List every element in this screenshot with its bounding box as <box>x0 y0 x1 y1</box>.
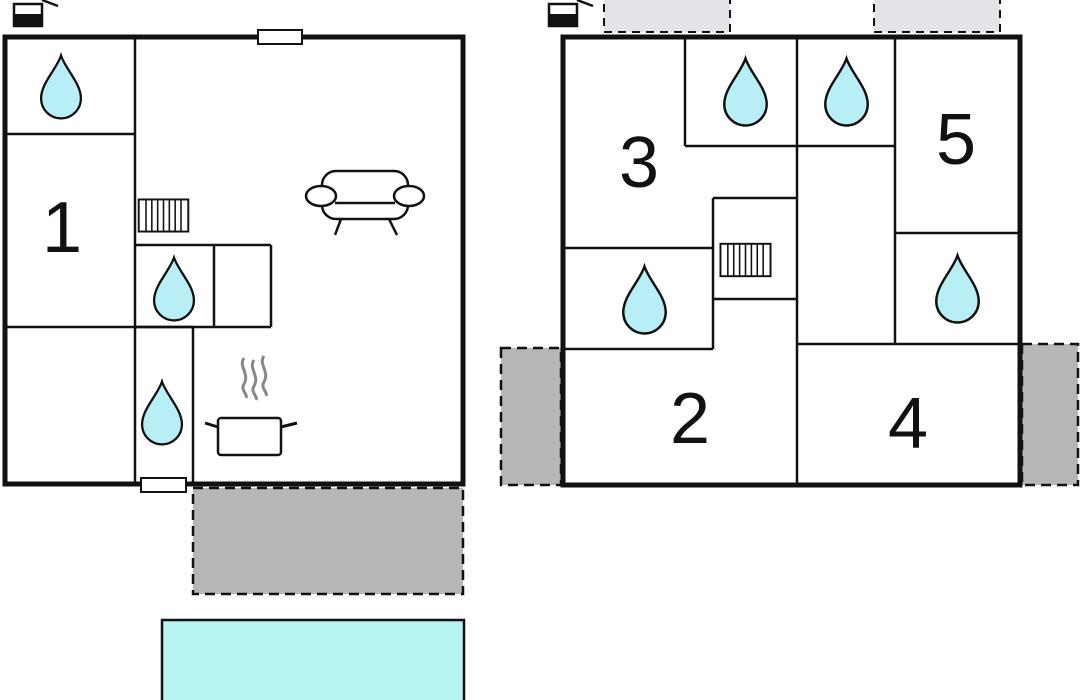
room-number-1: 1 <box>42 188 82 268</box>
sofa-icon <box>304 169 426 236</box>
window-icon <box>140 477 187 493</box>
balcony-right <box>873 0 1001 33</box>
terrace-west-right-floor <box>499 346 563 487</box>
water-drop-icon <box>152 256 196 322</box>
room-number-3: 3 <box>619 123 659 203</box>
terrace-east-right-floor <box>1020 342 1080 487</box>
water-drop-icon <box>823 57 870 127</box>
water-drop-icon <box>621 265 668 335</box>
room-number-4: 4 <box>888 384 928 464</box>
entrance-icon <box>547 0 594 28</box>
balcony-left <box>603 0 731 33</box>
water-drop-icon <box>934 254 981 324</box>
room-number-5: 5 <box>936 100 976 180</box>
water-drop-icon <box>722 57 769 127</box>
water-drop-icon <box>39 54 83 120</box>
stairs-icon <box>137 198 190 233</box>
ground-floor: 1 <box>2 0 466 493</box>
pool <box>160 618 466 700</box>
upper-floor: 3 5 2 4 <box>547 0 1023 488</box>
room-number-2: 2 <box>670 379 710 459</box>
water-drop-icon <box>140 380 184 446</box>
stairs-icon <box>719 242 772 278</box>
terrace-left-floor <box>191 486 465 596</box>
entrance-icon <box>12 0 59 28</box>
window-icon <box>257 29 303 45</box>
cooking-pot-icon <box>204 355 298 457</box>
